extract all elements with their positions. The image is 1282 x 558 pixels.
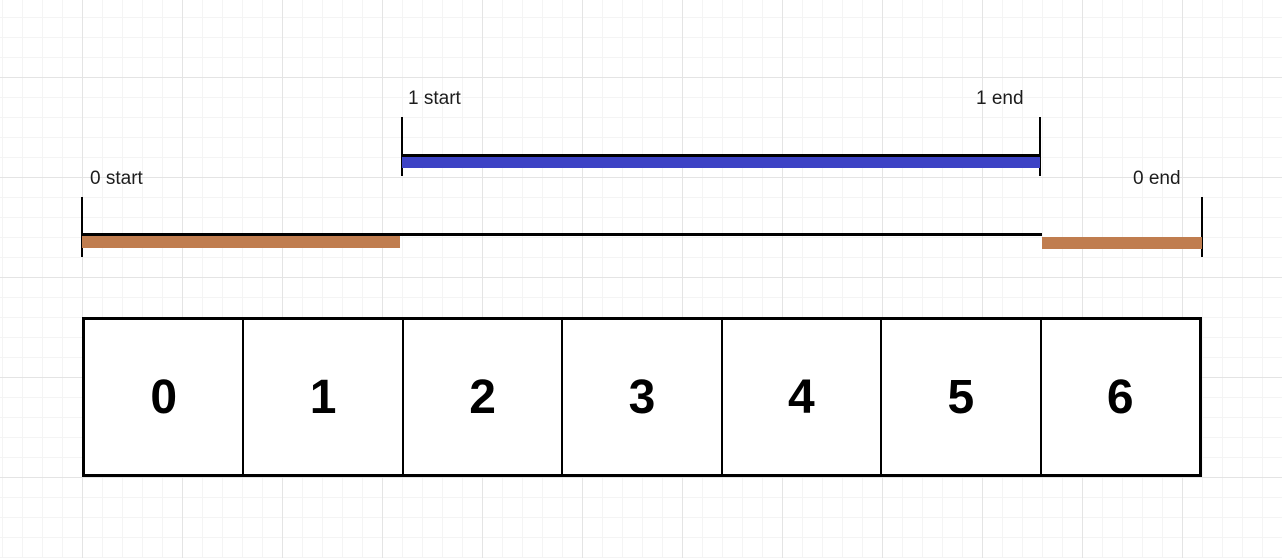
array: 0 1 2 3 4 5 6	[82, 317, 1202, 477]
interval-0-end-tick	[1201, 197, 1203, 257]
interval-1-start-label: 1 start	[408, 88, 461, 109]
array-cell-3-value: 3	[628, 370, 656, 424]
interval-1-start-tick	[401, 117, 403, 176]
array-cell-1: 1	[244, 320, 404, 474]
array-cell-4: 4	[723, 320, 883, 474]
interval-0-start-label: 0 start	[90, 168, 143, 189]
interval-1-bar	[402, 154, 1040, 168]
interval-1-end-label: 1 end	[976, 88, 1024, 109]
interval-0-right-segment	[1042, 237, 1202, 249]
array-cell-5: 5	[882, 320, 1042, 474]
interval-1-end-tick	[1039, 117, 1041, 176]
interval-0-start-tick	[81, 197, 83, 257]
array-cell-2-value: 2	[469, 370, 496, 424]
array-cell-4-value: 4	[788, 370, 815, 424]
interval-0-end-label: 0 end	[1133, 168, 1181, 189]
array-cell-2: 2	[404, 320, 564, 474]
array-cell-5-value: 5	[947, 370, 975, 424]
array-cell-1-value: 1	[309, 370, 337, 424]
array-cell-6-value: 6	[1106, 370, 1134, 424]
interval-0-baseline	[82, 233, 1042, 236]
interval-0-left-segment	[82, 236, 400, 248]
array-cell-6: 6	[1042, 320, 1199, 474]
array-cell-3: 3	[563, 320, 723, 474]
array-cell-0: 0	[85, 320, 245, 474]
array-cell-0-value: 0	[150, 370, 178, 424]
